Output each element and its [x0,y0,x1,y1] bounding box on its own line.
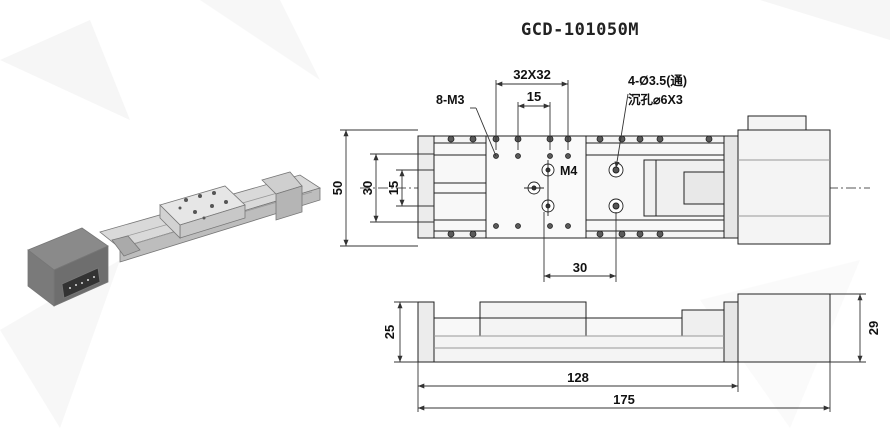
model-title: GCD-101050M [520,20,640,40]
label-thru-holes: 4-Ø3.5(通) [628,73,687,88]
dim-25: 25 [382,325,397,339]
dim-30-bottom: 30 [573,260,587,275]
dim-32x32: 32X32 [513,67,551,82]
dim-128: 128 [567,370,589,385]
label-8-m3: 8-M3 [436,93,465,107]
top-view-dimensions [340,80,629,282]
side-view-text: 25 29 128 175 [382,321,881,407]
dim-15-top: 15 [527,89,541,104]
top-view [360,115,870,245]
label-counterbore: 沉孔⌀6X3 [628,92,683,107]
dim-175: 175 [613,392,635,407]
dim-30-side: 30 [360,181,375,195]
m4-holes [524,160,555,216]
dim-15-side: 15 [386,181,401,195]
counterbore-holes [608,162,624,214]
side-view-dimensions [394,293,866,412]
linear-stage-render [27,171,321,307]
side-view [417,293,831,363]
dim-29: 29 [866,321,881,335]
dim-50: 50 [330,181,345,195]
top-view-text: 32X32 15 8-M3 M4 4-Ø3.5(通) 沉孔⌀6X3 50 30 … [330,67,687,275]
label-m4: M4 [560,164,577,178]
mounting-holes [447,135,713,238]
